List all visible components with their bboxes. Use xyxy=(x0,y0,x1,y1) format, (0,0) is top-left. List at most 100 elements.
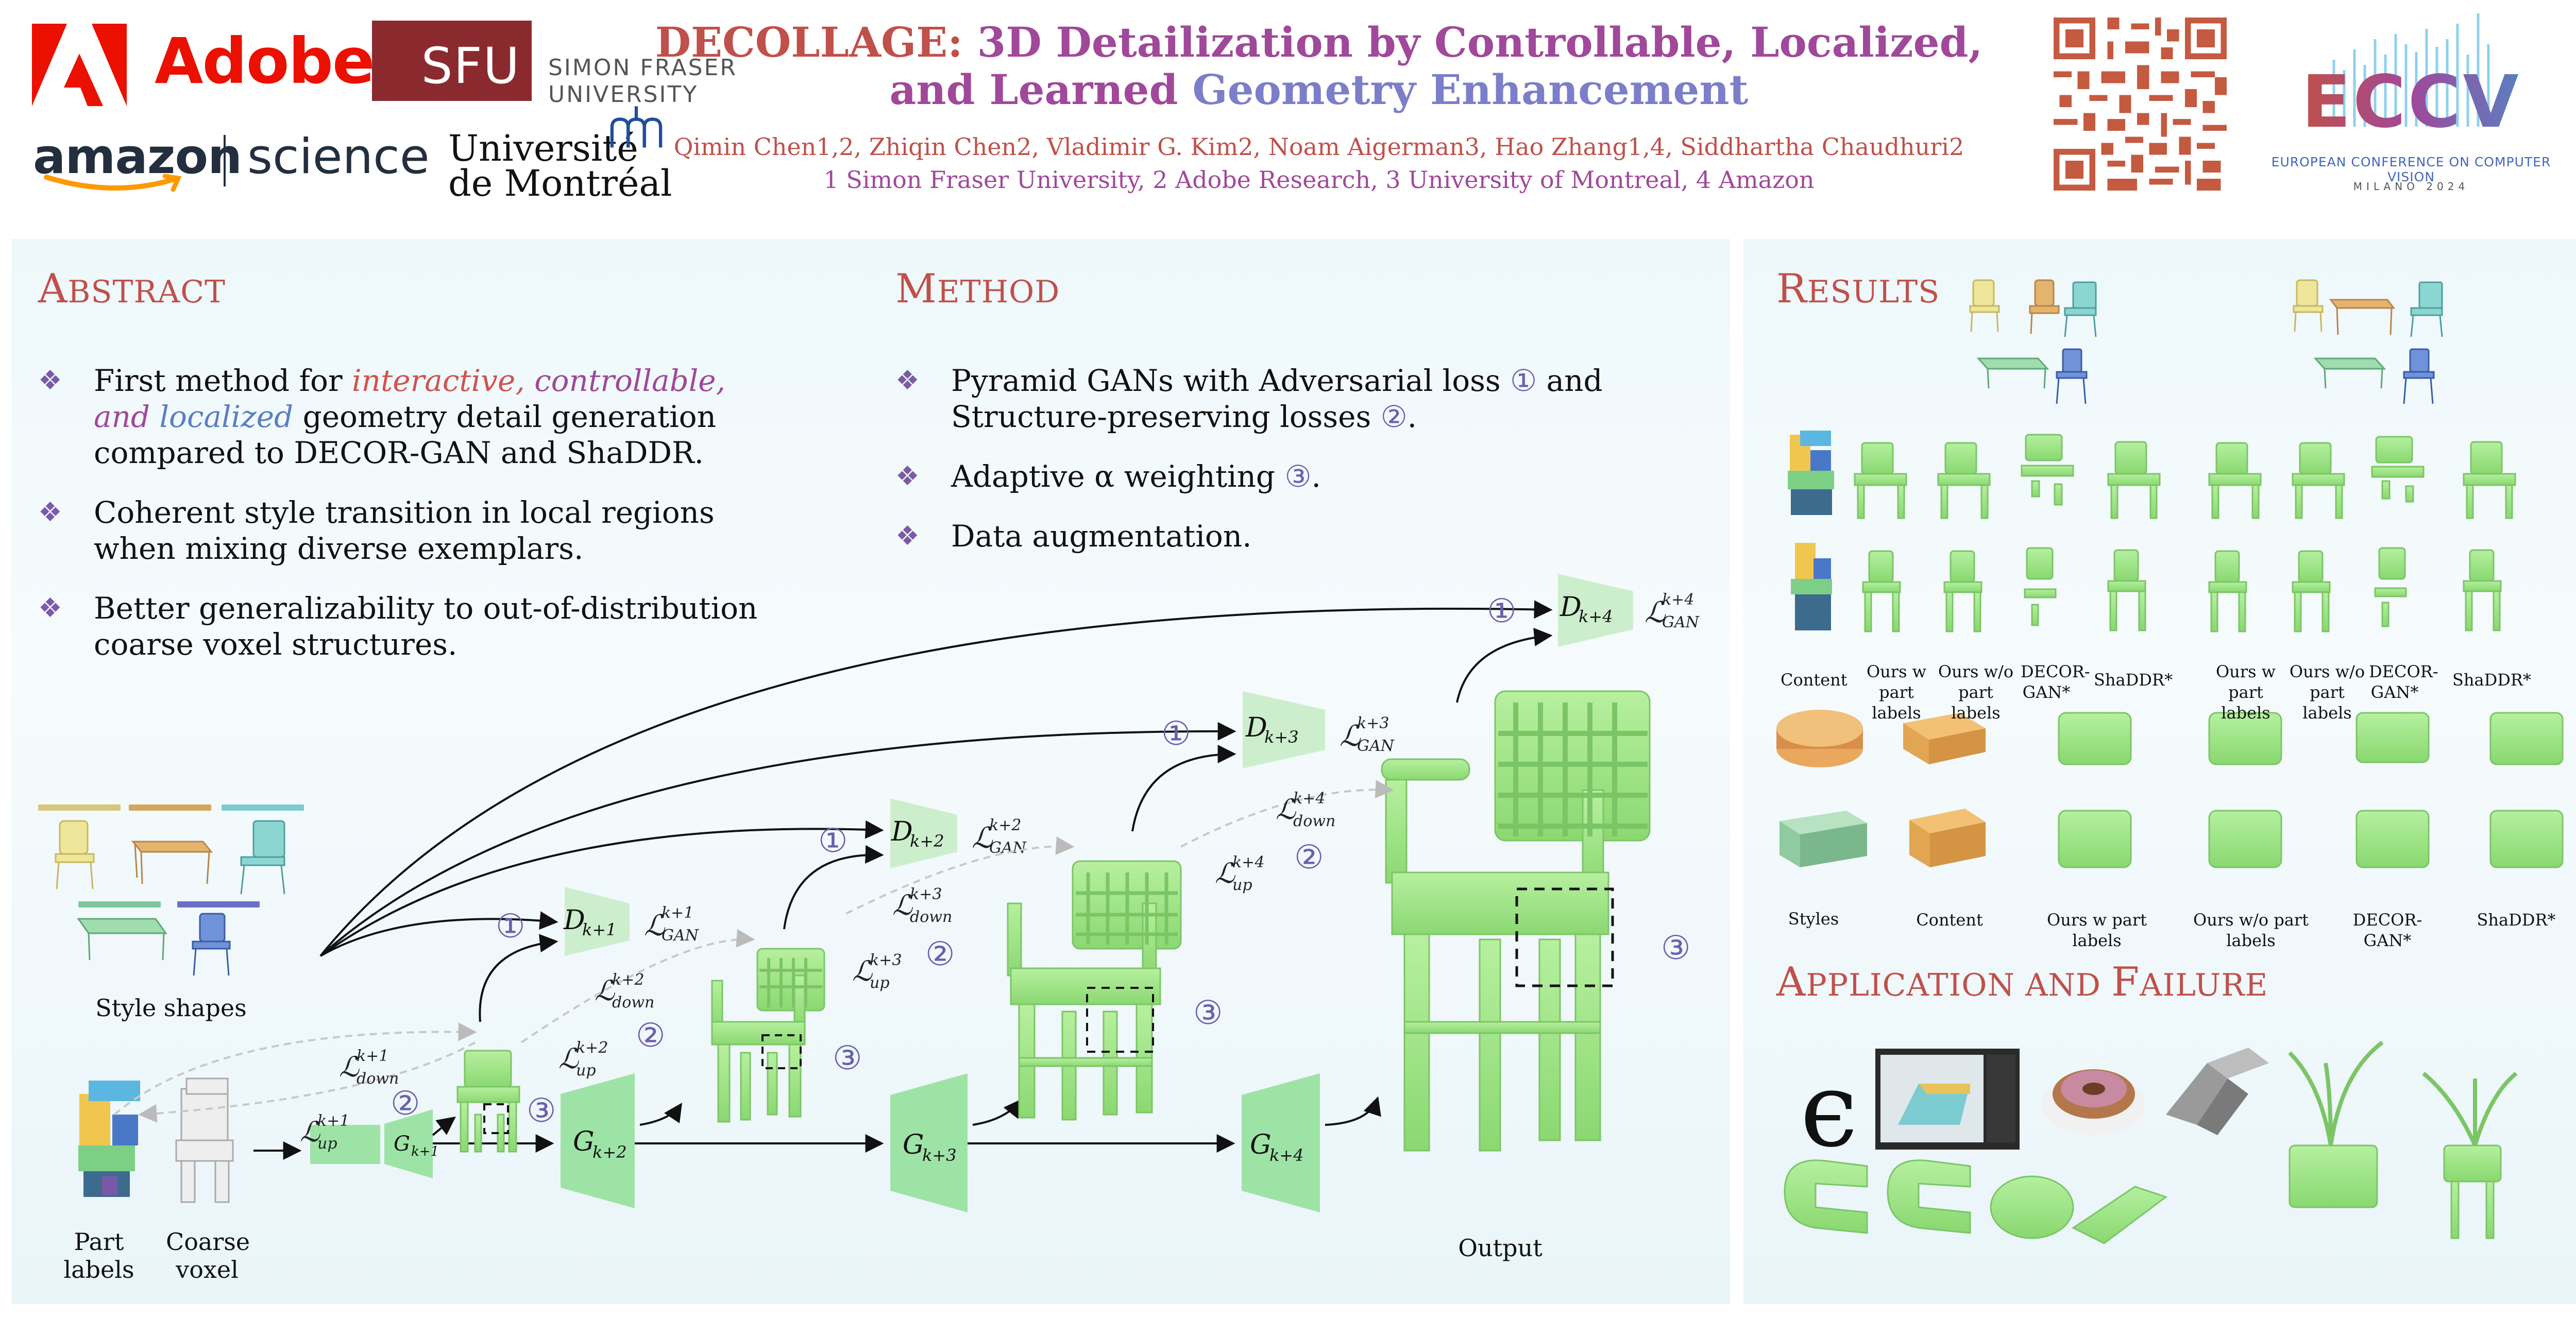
abstract-bullets: ❖ First method for interactive, controll… xyxy=(38,363,780,686)
up-loss-k4: ℒ up k+4 xyxy=(1215,853,1264,894)
application-heading-rest-1: PPLICATION AND xyxy=(1806,967,2112,1003)
down-loss-k3: ℒ down k+3 xyxy=(892,885,952,926)
label-shaddr-2: ShaDDR* xyxy=(2452,670,2532,690)
output-chair-k1 xyxy=(456,1050,520,1153)
right-panel: RESULTS xyxy=(1743,239,2576,1304)
svg-text:down: down xyxy=(612,994,654,1012)
style-chair-teal xyxy=(240,820,285,895)
adobe-wordmark: Adobe xyxy=(155,25,375,98)
part-labels-line1: Part xyxy=(74,1228,124,1256)
affiliation-list: 1 Simon Fraser University, 2 Adobe Resea… xyxy=(823,166,1815,194)
bullet-icon: ❖ xyxy=(895,521,920,552)
label-ours-w-2: Ours w part labels xyxy=(2215,662,2276,723)
part-labels-label: Part labels xyxy=(58,1228,140,1283)
content-chair-row1 xyxy=(1788,431,1834,515)
down-loss-k1: ℒ down k+1 xyxy=(339,1047,399,1088)
label-shaddr-3: ShaDDR* xyxy=(2477,910,2556,930)
circle-1-k2: ① xyxy=(818,822,848,860)
gan-loss-k2: ℒ GAN k+2 xyxy=(972,816,1027,857)
gan-loss-k4: ℒ GAN k+4 xyxy=(1645,591,1700,631)
bullet-icon: ❖ xyxy=(38,497,62,528)
software-ui-screenshot xyxy=(1875,1049,2020,1150)
output-label: Output xyxy=(1458,1234,1543,1262)
label-ours-w-3: Ours w part labels xyxy=(2046,910,2147,950)
qr-code-icon xyxy=(2054,18,2227,191)
grey-shape xyxy=(2166,1048,2269,1135)
svg-text:GAN: GAN xyxy=(989,839,1027,857)
discriminator-k4 xyxy=(1558,574,1633,647)
circle-2-icon: ② xyxy=(1380,399,1408,434)
eccv-wordmark: ECCV xyxy=(2301,60,2520,144)
label-content-2: Content xyxy=(1916,910,1983,930)
circle-1-k4: ① xyxy=(1487,592,1516,630)
amazon-divider xyxy=(224,135,226,186)
svg-text:k+4: k+4 xyxy=(1293,790,1325,808)
label-ours-wo-1: Ours w/o part labels xyxy=(1938,662,2014,723)
udem-line1: Université xyxy=(448,127,638,169)
input-block xyxy=(310,1125,380,1164)
application-heading-initial-2: F xyxy=(2111,959,2140,1005)
generator-k3-label: G xyxy=(903,1129,924,1160)
part-labels-chair xyxy=(78,1081,140,1197)
svg-text:up: up xyxy=(870,974,890,992)
circle-2-k4: ② xyxy=(1294,838,1324,877)
amazon-smile-icon xyxy=(44,174,182,192)
label-ours-w-1: Ours w part labels xyxy=(1866,662,1927,723)
svg-text:GAN: GAN xyxy=(1662,613,1700,631)
style-shapes-label: Style shapes xyxy=(95,994,247,1022)
bullet-icon: ❖ xyxy=(38,365,62,396)
svg-text:down: down xyxy=(1293,812,1335,830)
method-b1-text3: . xyxy=(1407,399,1417,434)
bullet-icon: ❖ xyxy=(895,461,920,492)
circle-2-k3: ② xyxy=(925,935,955,973)
style-bench-green xyxy=(77,918,167,961)
svg-text:ℒ: ℒ xyxy=(1340,720,1361,753)
svg-text:k+4: k+4 xyxy=(1232,853,1264,871)
svg-text:k+3: k+3 xyxy=(1357,714,1389,732)
svg-text:ℒ: ℒ xyxy=(972,821,993,855)
discriminator-k2-sub: k+2 xyxy=(910,831,944,851)
application-results xyxy=(1784,1144,2502,1244)
title-part1: DECOLLAGE: xyxy=(655,18,977,66)
label-styles: Styles xyxy=(1788,909,1839,929)
result-buildings-row2 xyxy=(2058,810,2564,868)
epsilon-glyph: ϵ xyxy=(1800,1050,1858,1170)
svg-text:ℒ: ℒ xyxy=(892,889,913,921)
result-chairs-row1 xyxy=(1854,434,2516,519)
abstract-b2-text: Coherent style transition in local regio… xyxy=(94,495,715,566)
title-part3: and Learned xyxy=(889,65,1193,114)
author-list: Qimin Chen1,2, Zhiqin Chen2, Vladimir G.… xyxy=(673,133,1964,161)
adobe-logo-icon xyxy=(32,24,127,106)
svg-text:GAN: GAN xyxy=(662,927,700,945)
svg-text:k+2: k+2 xyxy=(612,971,644,989)
generator-k2 xyxy=(561,1073,635,1208)
svg-text:down: down xyxy=(910,908,952,926)
results-heading-initial: R xyxy=(1776,266,1807,312)
label-shaddr-1: ShaDDR* xyxy=(2094,670,2173,690)
udem-line2: de Montréal xyxy=(448,162,672,204)
abstract-heading-initial: A xyxy=(38,266,68,312)
generator-k3 xyxy=(890,1073,968,1212)
sfu-name-line1: SIMON FRASER xyxy=(548,55,737,81)
svg-text:k+1: k+1 xyxy=(317,1112,349,1130)
science-wordmark: science xyxy=(247,129,430,185)
svg-text:k+3: k+3 xyxy=(910,885,942,903)
discriminator-k3-label: D xyxy=(1245,712,1267,743)
abstract-b3-text: Better generalizability to out-of-distri… xyxy=(94,591,758,662)
content-block-1 xyxy=(1903,713,1986,764)
output-chair-k4 xyxy=(1381,690,1651,1152)
eccv-city: MILANO 2024 xyxy=(2353,180,2469,193)
bullet-icon: ❖ xyxy=(38,593,62,624)
output-chair-k3 xyxy=(1007,860,1182,1121)
discriminator-k3-sub: k+3 xyxy=(1264,727,1299,747)
style-chair-yellow xyxy=(55,820,95,889)
content-block-2 xyxy=(1909,809,1986,867)
label-ours-wo-3: Ours w/o part labels xyxy=(2193,910,2309,950)
svg-text:ℒ: ℒ xyxy=(1645,596,1666,629)
discriminator-k3 xyxy=(1243,691,1325,768)
generator-k2-label: G xyxy=(573,1126,595,1157)
abstract-bullet-2: ❖ Coherent style transition in local reg… xyxy=(38,494,780,567)
svg-text:k+2: k+2 xyxy=(576,1039,608,1057)
discriminator-k1 xyxy=(565,887,630,956)
down-loss-k2: ℒ down k+2 xyxy=(595,971,654,1012)
